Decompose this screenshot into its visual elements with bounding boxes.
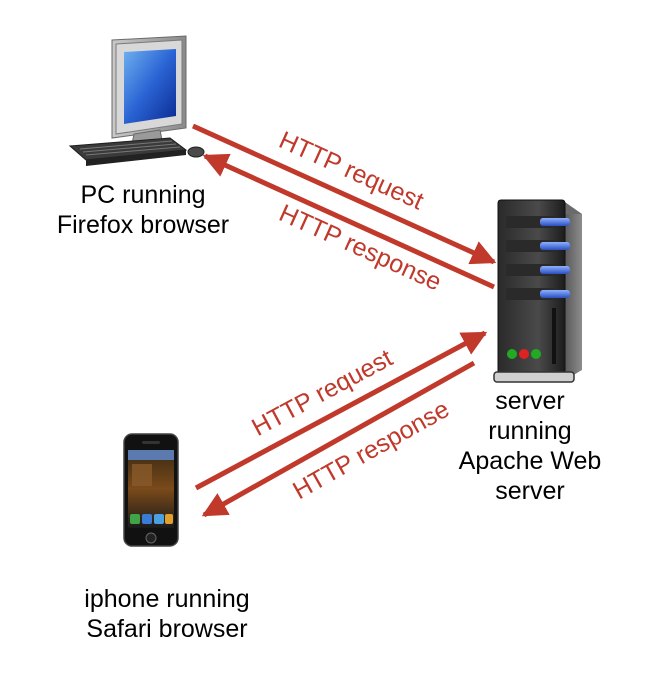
- server-led-red: [519, 349, 529, 359]
- desktop-pc-icon: [70, 36, 204, 166]
- server-label-line-2: running: [450, 416, 610, 446]
- pc-response-label: HTTP response: [275, 199, 446, 296]
- pc-label-line-1: PC running: [28, 180, 258, 210]
- server-led-green: [507, 349, 517, 359]
- iphone-label-line-1: iphone running: [52, 584, 282, 614]
- iphone-client-label: iphone running Safari browser: [52, 584, 282, 644]
- server-label-line-1: server: [450, 386, 610, 416]
- pc-label-line-2: Firefox browser: [28, 210, 258, 240]
- server-label-line-3: Apache Web: [450, 446, 610, 476]
- server-led-green-2: [531, 349, 541, 359]
- server-tower-icon: [494, 200, 582, 382]
- pc-client-label: PC running Firefox browser: [28, 180, 258, 240]
- server-label-line-4: server: [450, 476, 610, 506]
- iphone-icon: [124, 434, 178, 546]
- iphone-label-line-2: Safari browser: [52, 614, 282, 644]
- server-label: server running Apache Web server: [450, 386, 610, 506]
